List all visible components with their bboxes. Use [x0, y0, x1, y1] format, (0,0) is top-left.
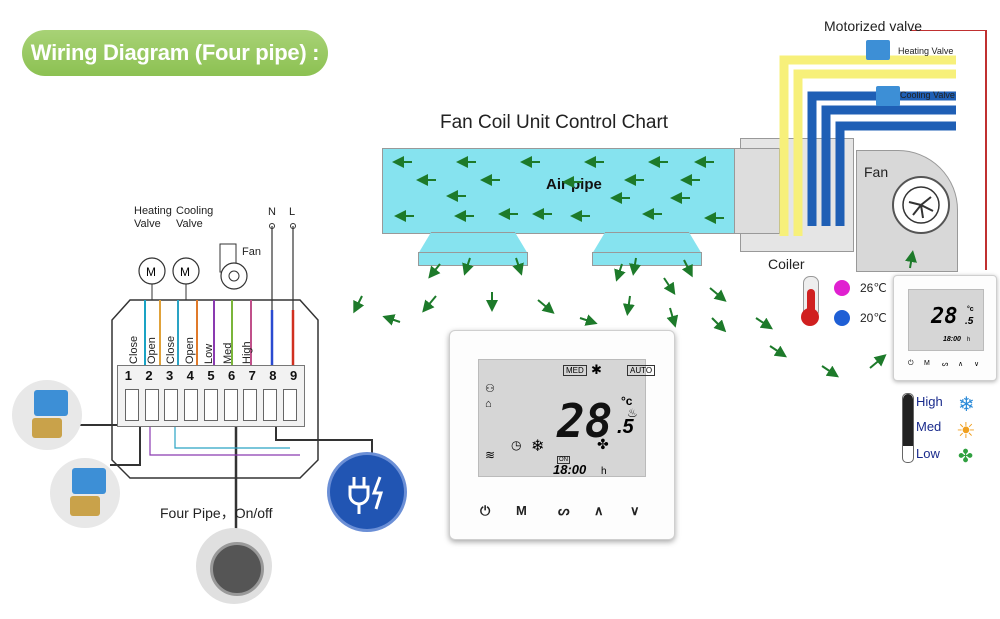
speed-slider	[902, 393, 914, 463]
terminal-number-2: 2	[145, 368, 153, 383]
svg-text:M: M	[146, 265, 156, 279]
coiler-label: Coiler	[768, 256, 805, 272]
thermostat-main: MED ✱ AUTO ⚇ ⌂ 28 °c .5 ♨ ≋ ◷ ❄ ✤ ON 18:…	[449, 330, 675, 540]
heating-valve-photo	[12, 380, 82, 450]
fan-blower-photo	[196, 528, 272, 604]
heating-valve-label: Heating Valve	[134, 205, 172, 230]
small-up-button[interactable]: ∧	[958, 361, 964, 368]
small-temp-unit: °c	[967, 306, 974, 313]
small-temp-display: 28	[931, 304, 958, 329]
svg-text:M: M	[180, 265, 190, 279]
wiring-lines: M M	[80, 223, 373, 540]
terminal-number-7: 7	[248, 368, 256, 383]
fan-button[interactable]: ᔕ	[558, 503, 570, 518]
terminal-number-9: 9	[289, 368, 298, 383]
line-label: L	[289, 206, 296, 218]
small-time-display: 18:00	[943, 336, 961, 343]
wiring-diagram: Heating Valve Cooling Valve Fan N L M M	[0, 0, 420, 619]
cooling-valve-photo	[50, 458, 120, 528]
temp-display: 28	[557, 394, 613, 448]
terminal-number-1: 1	[124, 368, 132, 383]
speed-med-label: Med	[916, 419, 942, 434]
small-fan-button[interactable]: ᔕ	[942, 361, 949, 368]
mode-badge: MED	[563, 365, 587, 376]
time-display: 18:00	[553, 462, 587, 477]
home-icon: ⌂	[485, 398, 492, 410]
up-button[interactable]: ∧	[594, 503, 604, 518]
snowflake-icon: ❄	[958, 394, 975, 416]
small-time-unit: h	[967, 337, 971, 343]
fan-mode-icon: ✤	[597, 436, 609, 452]
page-title: Wiring Diagram (Four pipe) :	[22, 30, 328, 76]
air-pipe	[382, 148, 736, 234]
mode-button[interactable]: M	[516, 503, 527, 518]
thermostat-small-lcd: 28 °c .5 18:00 h	[908, 289, 984, 351]
person-icon: ⚇	[485, 383, 495, 395]
snowflake-icon: ❄	[531, 438, 545, 455]
thermostat-small: 28 °c .5 18:00 h ⏻ M ᔕ ∧ ∨	[893, 275, 997, 381]
clock-icon: ◷	[511, 438, 522, 452]
cooling-valve-chart-label: Cooling Valve	[900, 90, 955, 100]
wifi-icon: ≋	[485, 448, 496, 462]
cooling-valve-label: Cooling Valve	[176, 205, 214, 230]
temp-decimal: .5	[617, 416, 634, 438]
neutral-label: N	[268, 206, 276, 218]
small-power-button[interactable]: ⏻	[908, 360, 914, 367]
sun-icon: ☀	[956, 418, 976, 443]
temp-cold-label: 20℃	[860, 311, 887, 325]
terminal-number-3: 3	[166, 368, 174, 383]
terminal-number-6: 6	[227, 368, 236, 383]
heat-mode-icon: ♨	[627, 406, 638, 420]
coil-pipes	[779, 30, 987, 270]
motorized-valve-label: Motorized valve	[824, 18, 923, 34]
fan-speed-icon: ✱	[591, 362, 602, 377]
speed-high-label: High	[916, 394, 943, 409]
thermostat-lcd: MED ✱ AUTO ⚇ ⌂ 28 °c .5 ♨ ≋ ◷ ❄ ✤ ON 18:…	[478, 359, 656, 477]
wiring-caption: Four Pipe，On/off	[160, 505, 273, 521]
terminal-number-8: 8	[269, 368, 277, 383]
hot-dot	[834, 280, 850, 296]
fan-label: Fan	[242, 246, 261, 258]
small-mode-button[interactable]: M	[924, 360, 930, 367]
chart-title: Fan Coil Unit Control Chart	[440, 112, 669, 133]
timer-badge: ON	[557, 456, 570, 464]
temp-hot-label: 26℃	[860, 281, 887, 295]
heating-valve-icon	[866, 40, 890, 60]
thermometer-icon	[803, 276, 819, 318]
fan-chart-label: Fan	[864, 164, 889, 180]
cooling-valve-icon	[876, 86, 900, 106]
power-plug-icon	[330, 455, 404, 529]
terminal-number-4: 4	[186, 368, 194, 383]
fan-leaf-icon: ✤	[958, 446, 974, 466]
speed-low-label: Low	[916, 446, 940, 461]
temp-unit: °c	[621, 394, 633, 408]
fan-icon	[892, 176, 950, 234]
small-temp-decimal: .5	[965, 316, 974, 327]
cold-dot	[834, 310, 850, 326]
terminal-number-5: 5	[207, 368, 215, 383]
power-button[interactable]: ⏻	[480, 503, 491, 518]
time-unit: h	[601, 466, 607, 477]
small-down-button[interactable]: ∨	[974, 361, 980, 368]
terminal-block: 1 2 3 4 5 6 7 8 9	[117, 365, 305, 427]
heating-valve-chart-label: Heating Valve	[898, 46, 954, 56]
down-button[interactable]: ∨	[630, 503, 640, 518]
auto-badge: AUTO	[627, 365, 656, 376]
